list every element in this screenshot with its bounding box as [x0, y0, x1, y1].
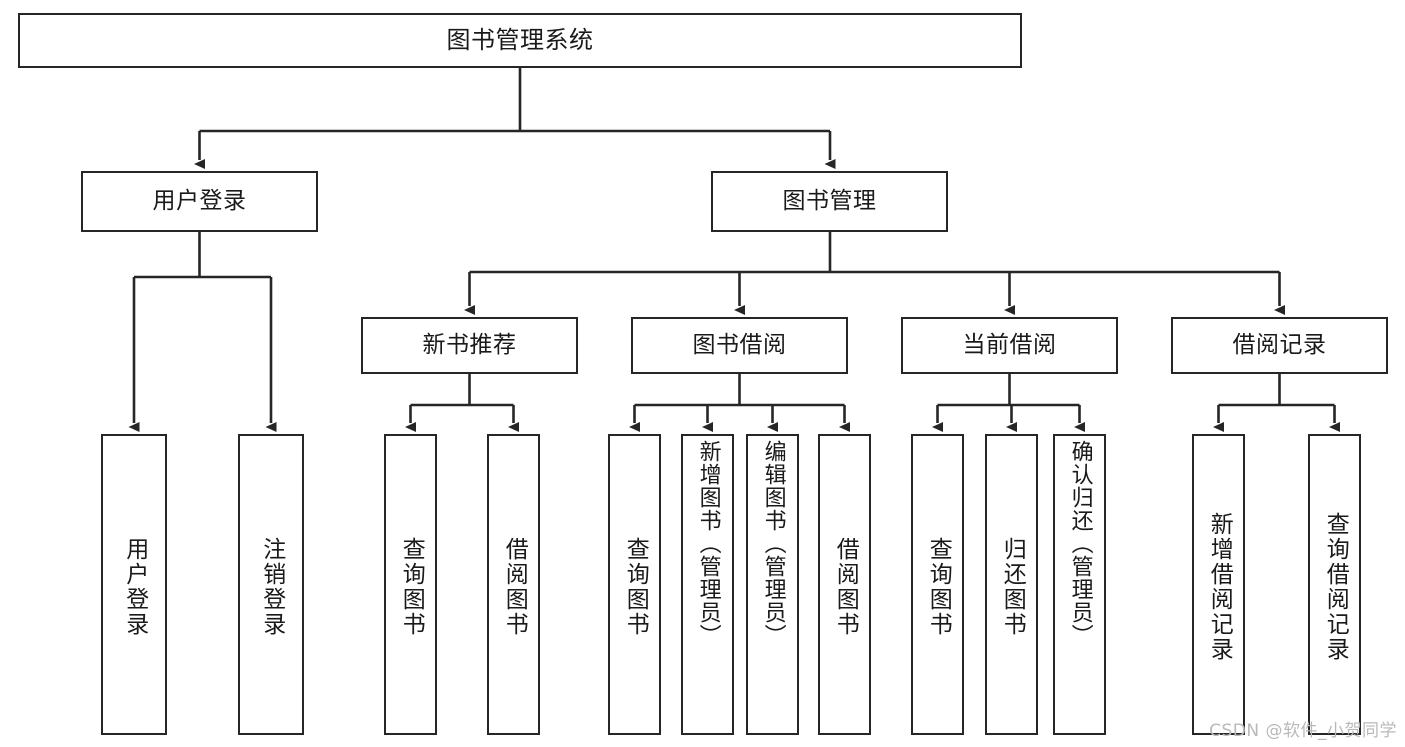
- node-leaf-query-book-cur-label: 查询图书: [925, 536, 952, 637]
- node-borrow-record-label: 借阅记录: [1232, 331, 1327, 358]
- node-leaf-query-book-cur[interactable]: 查询图书: [911, 434, 964, 735]
- node-leaf-user-login-label: 用户登录: [121, 536, 148, 637]
- node-book-borrow-label: 图书借阅: [692, 331, 787, 358]
- node-leaf-borrow-book-rec-label: 借阅图书: [501, 536, 528, 637]
- node-user-login-label: 用户登录: [152, 187, 247, 214]
- node-leaf-return-book[interactable]: 归还图书: [985, 434, 1038, 735]
- node-book-manage[interactable]: 图书管理: [711, 171, 948, 232]
- node-current-borrow-label: 当前借阅: [962, 331, 1057, 358]
- node-new-book-rec[interactable]: 新书推荐: [361, 317, 578, 374]
- node-user-login[interactable]: 用户登录: [81, 171, 318, 232]
- node-leaf-lend-book-label: 借阅图书: [832, 536, 859, 637]
- node-leaf-query-book-lend[interactable]: 查询图书: [608, 434, 661, 735]
- node-leaf-query-record[interactable]: 查询借阅记录: [1308, 434, 1361, 735]
- node-leaf-borrow-book-rec[interactable]: 借阅图书: [487, 434, 540, 735]
- node-leaf-add-book[interactable]: 新增图书（管理员）: [681, 434, 734, 735]
- node-leaf-return-book-label: 归还图书: [999, 536, 1026, 637]
- node-root[interactable]: 图书管理系统: [18, 13, 1022, 68]
- node-leaf-query-book-lend-label: 查询图书: [622, 536, 649, 637]
- node-leaf-add-book-label: 新增图书（管理员）: [695, 440, 721, 647]
- csdn-watermark: CSDN @软件_小贺同学: [1209, 721, 1397, 741]
- node-borrow-record[interactable]: 借阅记录: [1171, 317, 1388, 374]
- node-leaf-confirm-return-label: 确认归还（管理员）: [1067, 440, 1093, 647]
- node-new-book-rec-label: 新书推荐: [422, 331, 517, 358]
- node-leaf-confirm-return[interactable]: 确认归还（管理员）: [1053, 434, 1106, 735]
- node-leaf-query-book-rec-label: 查询图书: [398, 536, 425, 637]
- node-leaf-add-record-label: 新增借阅记录: [1206, 511, 1233, 662]
- node-book-borrow[interactable]: 图书借阅: [631, 317, 848, 374]
- node-leaf-user-login[interactable]: 用户登录: [101, 434, 167, 735]
- node-leaf-edit-book[interactable]: 编辑图书（管理员）: [746, 434, 799, 735]
- node-leaf-edit-book-label: 编辑图书（管理员）: [760, 440, 786, 647]
- node-leaf-user-logout[interactable]: 注销登录: [238, 434, 304, 735]
- node-leaf-add-record[interactable]: 新增借阅记录: [1192, 434, 1245, 735]
- node-root-label: 图书管理系统: [446, 26, 594, 55]
- node-leaf-lend-book[interactable]: 借阅图书: [818, 434, 871, 735]
- node-leaf-query-record-label: 查询借阅记录: [1322, 511, 1349, 662]
- node-book-manage-label: 图书管理: [782, 187, 877, 214]
- node-current-borrow[interactable]: 当前借阅: [901, 317, 1118, 374]
- node-leaf-user-logout-label: 注销登录: [258, 536, 285, 637]
- node-leaf-query-book-rec[interactable]: 查询图书: [384, 434, 437, 735]
